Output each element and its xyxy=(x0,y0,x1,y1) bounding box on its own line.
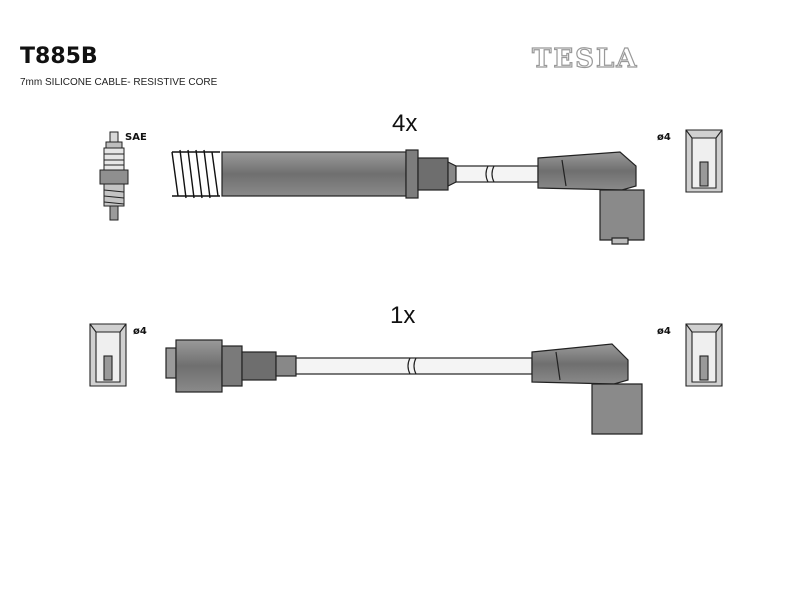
spark-plug-label: SAE xyxy=(125,132,147,143)
bottom-cable-wire xyxy=(295,357,533,375)
terminal-top-right-icon xyxy=(685,129,723,193)
terminal-diameter-label-bottom-left: ø4 xyxy=(133,326,147,337)
terminal-diameter-label-bottom-right: ø4 xyxy=(657,326,671,337)
top-cable-angled-boot xyxy=(537,151,645,245)
top-cable-spring-icon xyxy=(171,149,220,199)
brand-logo: TESLA xyxy=(531,43,639,74)
spark-plug-icon xyxy=(99,131,129,221)
top-cable-wire xyxy=(455,165,539,183)
terminal-bottom-right-icon xyxy=(685,323,723,387)
terminal-diameter-label-top-right: ø4 xyxy=(657,132,671,143)
bottom-cable-angled-boot xyxy=(531,343,643,435)
cable-description: 7mm SILICONE CABLE- RESISTIVE CORE xyxy=(20,77,218,88)
part-number: T885B xyxy=(20,44,98,69)
top-cable-straight-boot xyxy=(221,149,457,199)
terminal-bottom-left-icon xyxy=(89,323,127,387)
top-cable-quantity: 4x xyxy=(392,110,418,137)
bottom-cable-straight-boot xyxy=(165,339,297,393)
bottom-cable-quantity: 1x xyxy=(390,302,416,329)
